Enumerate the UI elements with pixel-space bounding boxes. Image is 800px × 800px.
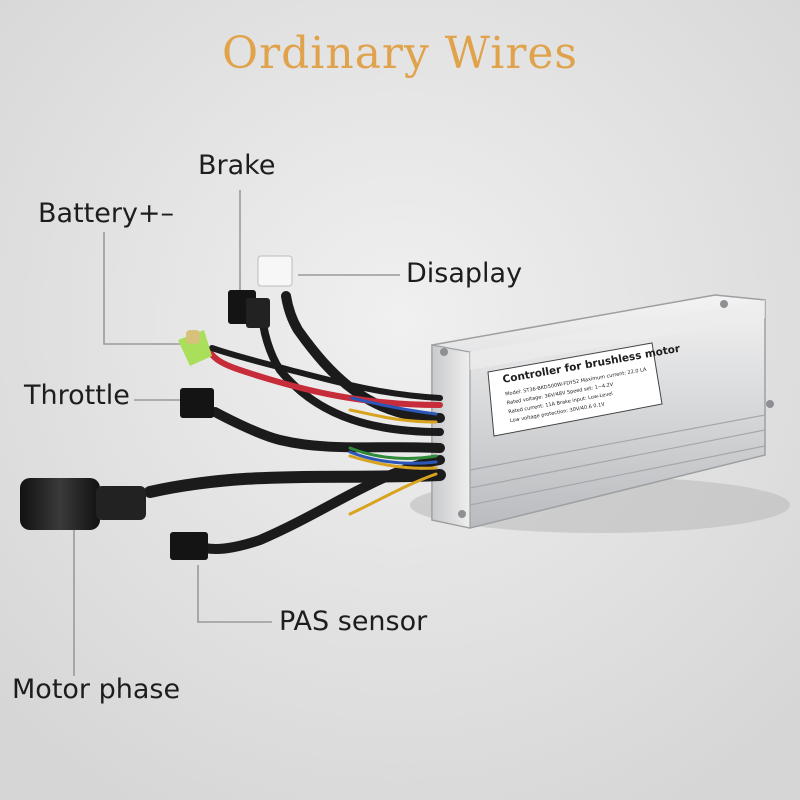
wires [144, 291, 446, 554]
throttle-plug [180, 388, 214, 418]
brake-plug-2 [246, 298, 270, 328]
callout-lines [73, 190, 400, 676]
label-battery: Battery+– [38, 198, 175, 229]
callout-pas [197, 565, 272, 623]
motor-phase-plug [20, 478, 100, 530]
connectors [20, 255, 293, 560]
callout-battery [103, 232, 190, 345]
label-display: Disaplay [406, 258, 523, 289]
display-plug [257, 255, 293, 287]
controller-label-plate [487, 342, 663, 437]
controller-box [431, 294, 774, 529]
label-brake: Brake [198, 150, 276, 181]
label-motor-phase: Motor phase [12, 674, 181, 705]
pas-plug [170, 532, 208, 560]
label-pas-sensor: PAS sensor [279, 606, 428, 637]
page-title: Ordinary Wires [222, 28, 578, 79]
label-throttle: Throttle [24, 380, 130, 411]
